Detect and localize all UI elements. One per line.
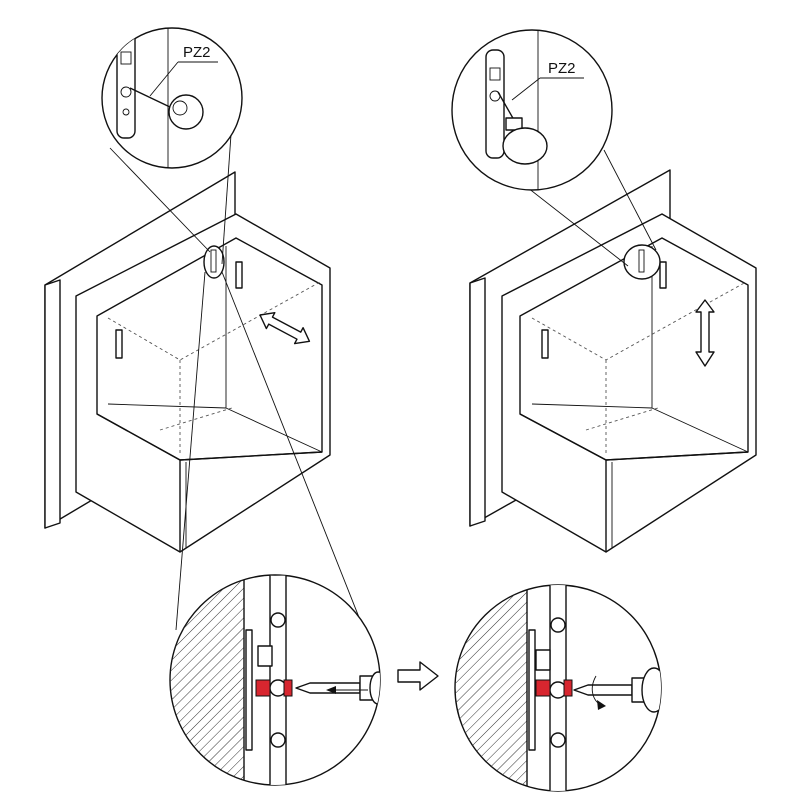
double-arrow-horizontal-icon bbox=[259, 311, 311, 345]
step-arrow-icon bbox=[397, 661, 439, 691]
screwdriver-label-left: PZ2 bbox=[183, 44, 211, 61]
detail-circle-bottom-left bbox=[169, 574, 381, 786]
screwdriver-label-right: PZ2 bbox=[548, 60, 576, 77]
left-cabinet bbox=[44, 171, 331, 553]
right-cabinet bbox=[469, 169, 757, 553]
double-arrow-vertical-icon bbox=[695, 299, 715, 367]
detail-circle-top-left: PZ2 bbox=[101, 27, 243, 169]
detail-circle-top-right: PZ2 bbox=[451, 29, 613, 191]
rotate-arrow-icon bbox=[591, 675, 606, 710]
detail-circle-bottom-right bbox=[454, 584, 662, 792]
